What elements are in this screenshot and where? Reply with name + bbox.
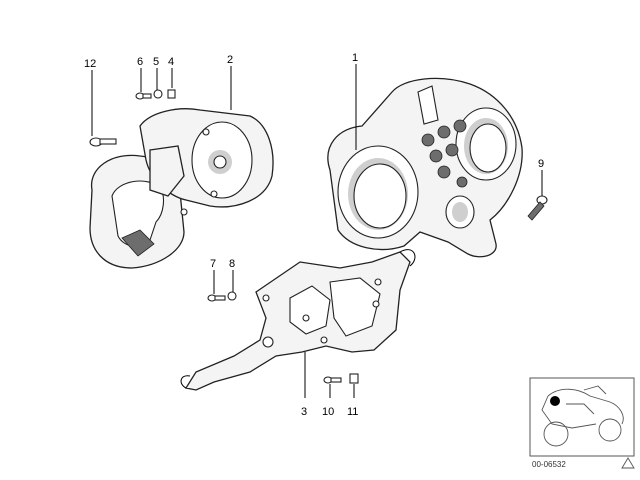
instrument-housing-part-1 (327, 77, 523, 258)
callout-9: 9 (538, 158, 544, 170)
callout-5: 5 (153, 56, 159, 68)
screw-part-9 (527, 195, 548, 221)
motorcycle-icon (541, 385, 624, 447)
callout-1: 1 (352, 52, 358, 64)
callout-3: 3 (301, 406, 307, 418)
screw-part-10 (323, 376, 342, 384)
washer-part-5 (153, 89, 163, 99)
instrument-cover-part-2 (89, 108, 274, 269)
thumbnail-triangle-icon (621, 457, 635, 469)
screw-part-12 (89, 137, 117, 147)
callout-6: 6 (137, 56, 143, 68)
callout-labels: 12 6 5 4 2 1 9 7 8 3 10 11 (84, 52, 544, 418)
callout-10: 10 (322, 406, 334, 418)
screw-part-7 (207, 294, 226, 302)
callout-8: 8 (229, 258, 235, 270)
leader-lines (91, 64, 543, 398)
nut-part-4 (167, 89, 176, 99)
location-marker (550, 396, 560, 406)
washer-part-8 (227, 291, 237, 301)
nut-part-11 (349, 373, 359, 384)
thumbnail-code: 00-06532 (532, 460, 566, 469)
callout-4: 4 (168, 56, 174, 68)
callout-2: 2 (227, 54, 233, 66)
screw-part-6 (135, 92, 152, 100)
callout-7: 7 (210, 258, 216, 270)
callout-12: 12 (84, 58, 96, 70)
callout-11: 11 (347, 406, 358, 418)
bracket-part-3 (180, 249, 416, 391)
locator-thumbnail: 00-06532 (529, 377, 635, 469)
